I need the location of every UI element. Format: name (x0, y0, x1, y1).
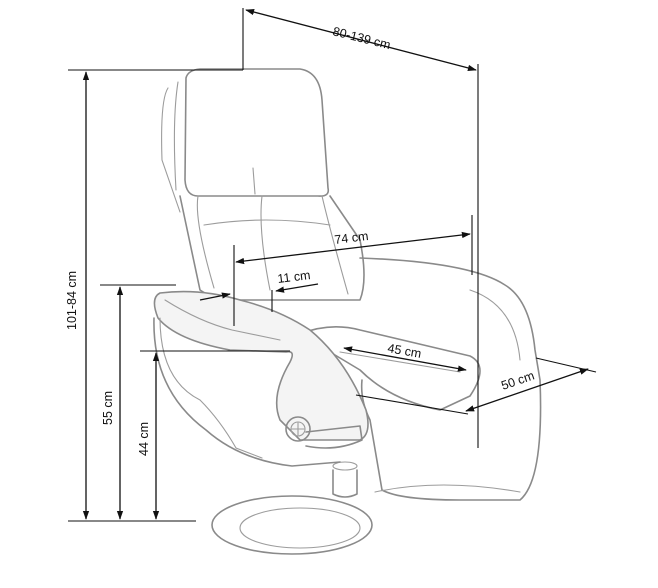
dimension-lines (68, 8, 597, 522)
depth-74-dimension-line (235, 231, 471, 265)
chair-armrest (153, 290, 369, 441)
seat-depth-label: 45 cm (386, 341, 422, 361)
depth-74-label: 74 cm (334, 229, 369, 247)
recline-knob-icon (285, 416, 311, 442)
chair-backrest (179, 195, 365, 301)
armrest-width-dimension-line (275, 283, 319, 293)
armrest-width-label: 11 cm (277, 268, 312, 286)
seat-height-label: 55 cm (101, 391, 115, 425)
width-dimension-line (245, 8, 477, 72)
armrest-height-label: 44 cm (137, 422, 151, 456)
seat-width-dimension-line (465, 368, 589, 412)
width-label: 80-139 cm (331, 24, 392, 52)
height-label: 101-84 cm (65, 271, 79, 330)
seat-depth-dimension-line (343, 346, 467, 372)
chair-base (211, 495, 373, 555)
recliner-chair-drawing (153, 68, 542, 555)
chair-headrest (184, 68, 330, 197)
chair-side-body (359, 257, 542, 501)
